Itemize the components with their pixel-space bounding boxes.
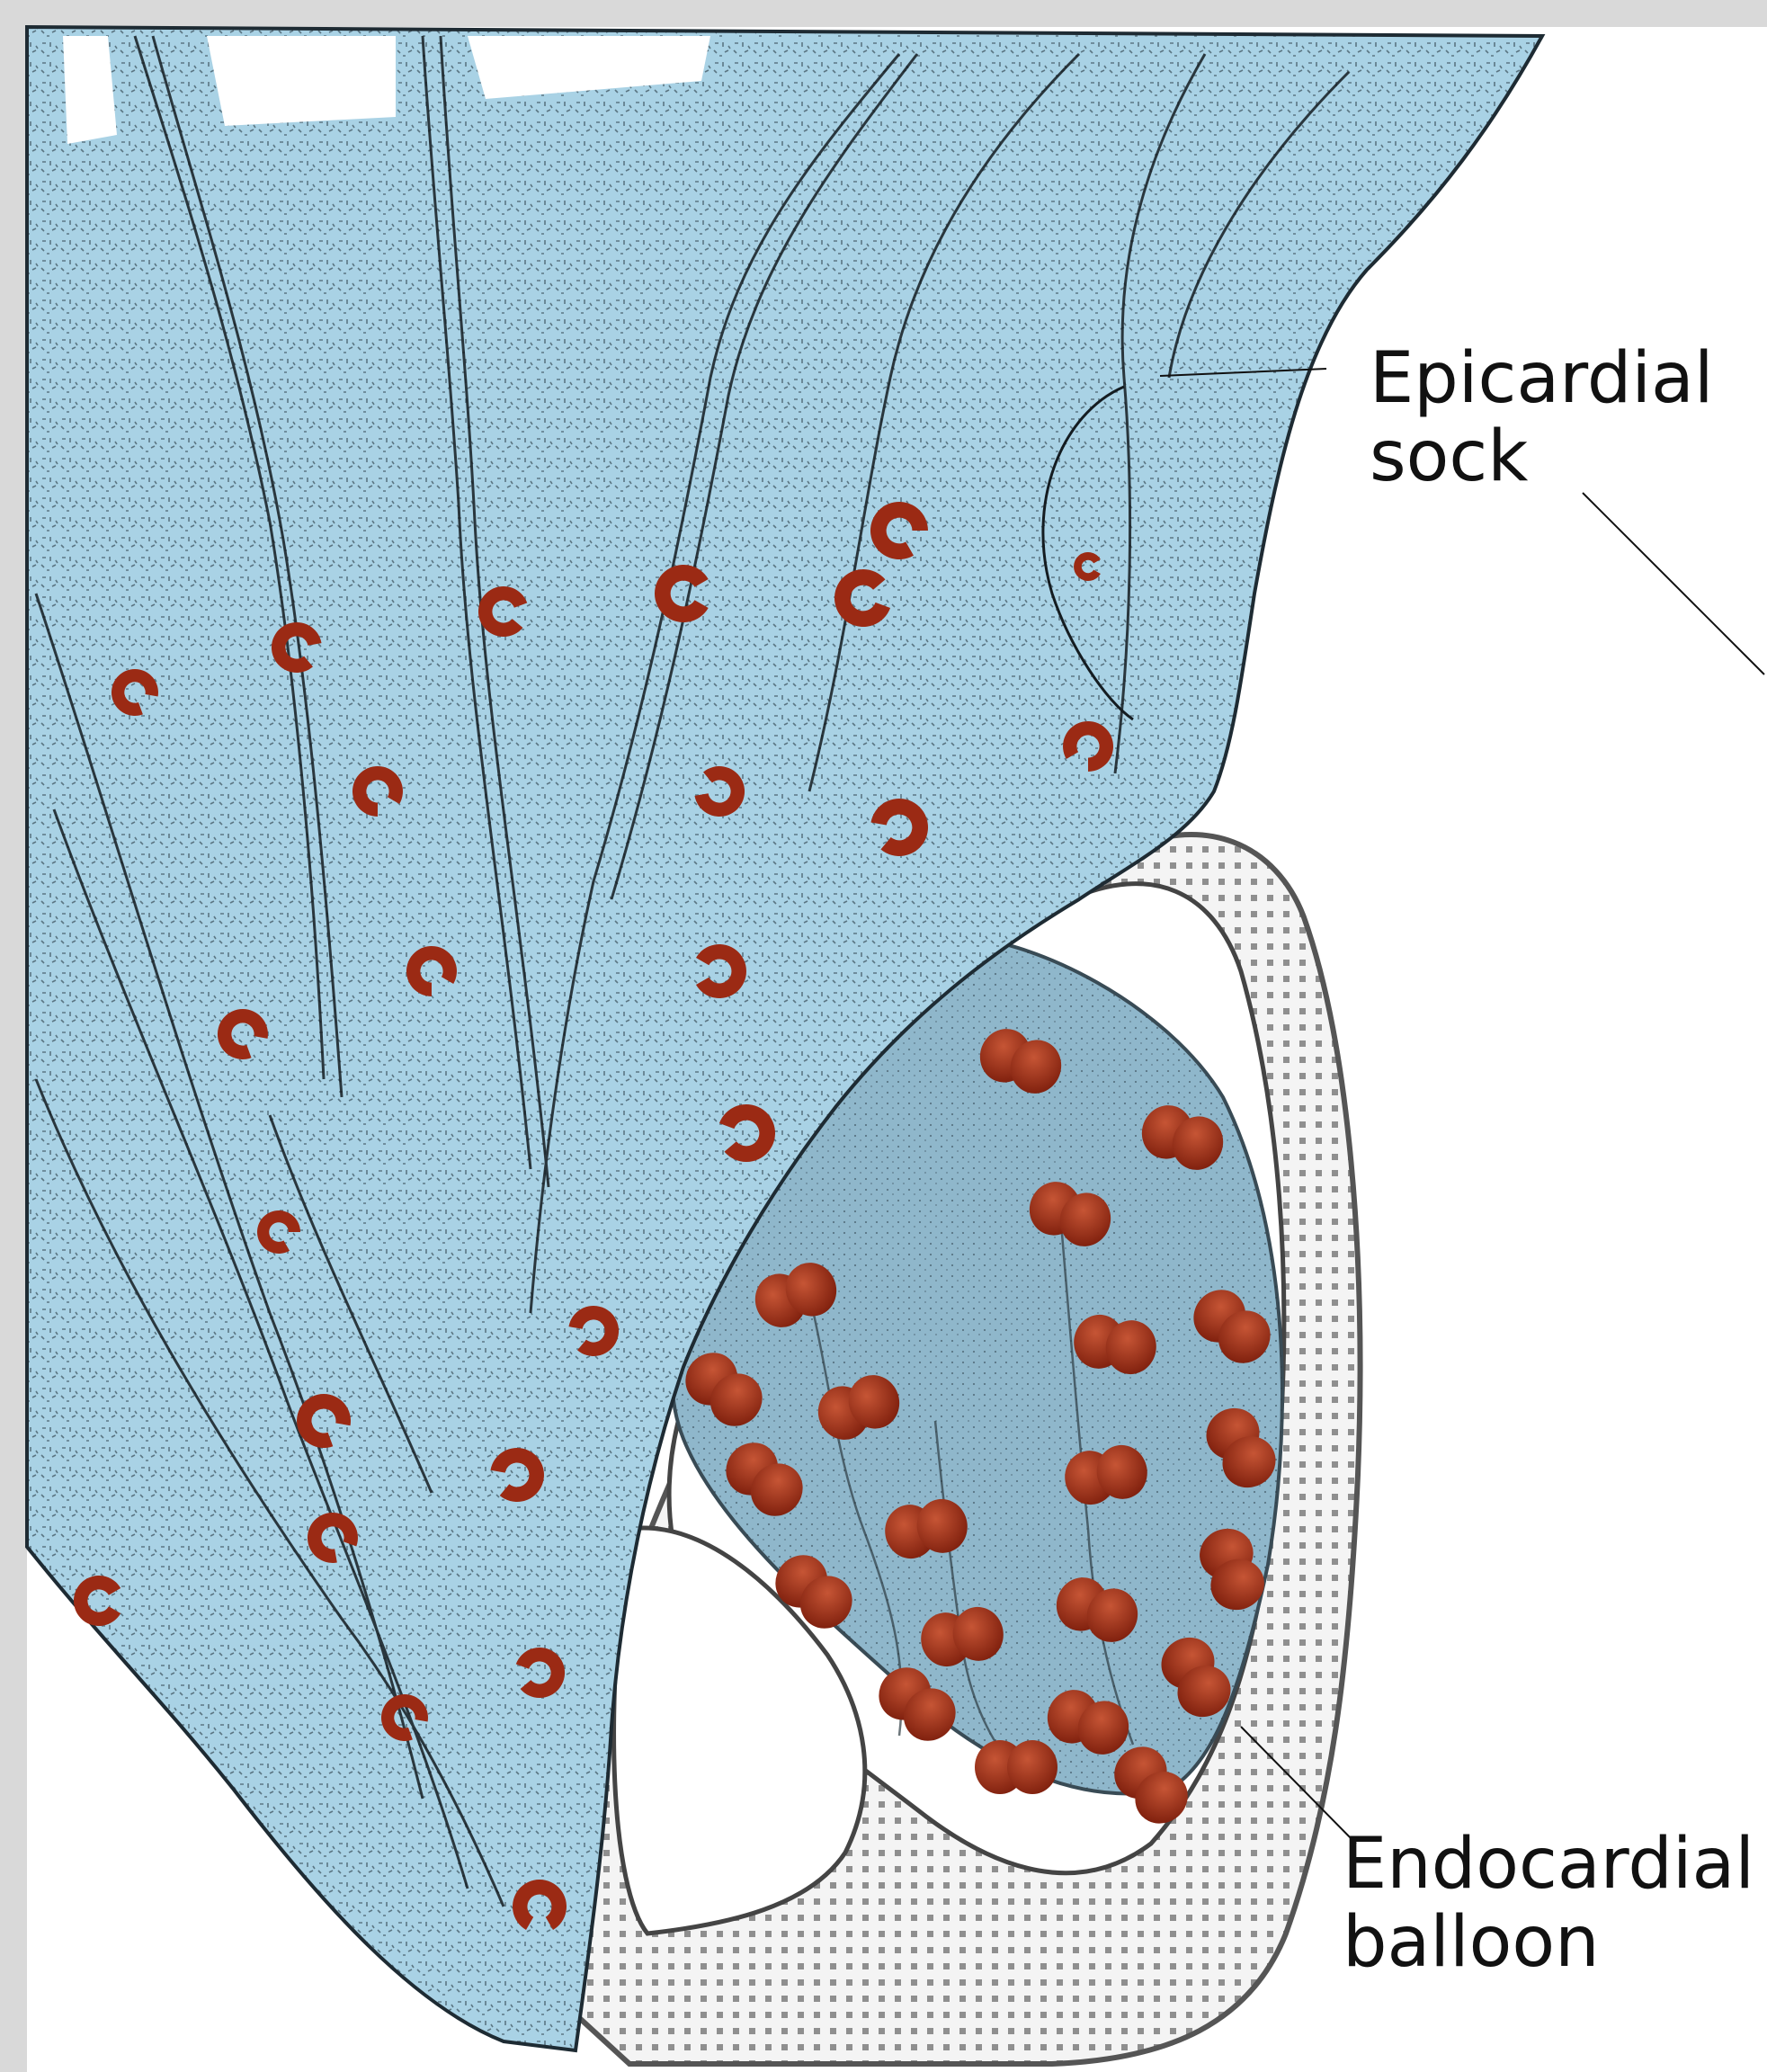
epicardial-sock-label: Epicardial sock bbox=[1370, 340, 1714, 497]
balloon-electrode-20 bbox=[975, 1740, 1058, 1794]
endocardial-label-line2: balloon bbox=[1343, 1904, 1754, 1982]
endocardial-label-line1: Endocardial bbox=[1343, 1826, 1754, 1904]
epicardial-label-line2: sock bbox=[1370, 418, 1714, 496]
epicardial-label-line1: Epicardial bbox=[1370, 340, 1714, 418]
endocardial-balloon-label: Endocardial balloon bbox=[1343, 1826, 1754, 1983]
